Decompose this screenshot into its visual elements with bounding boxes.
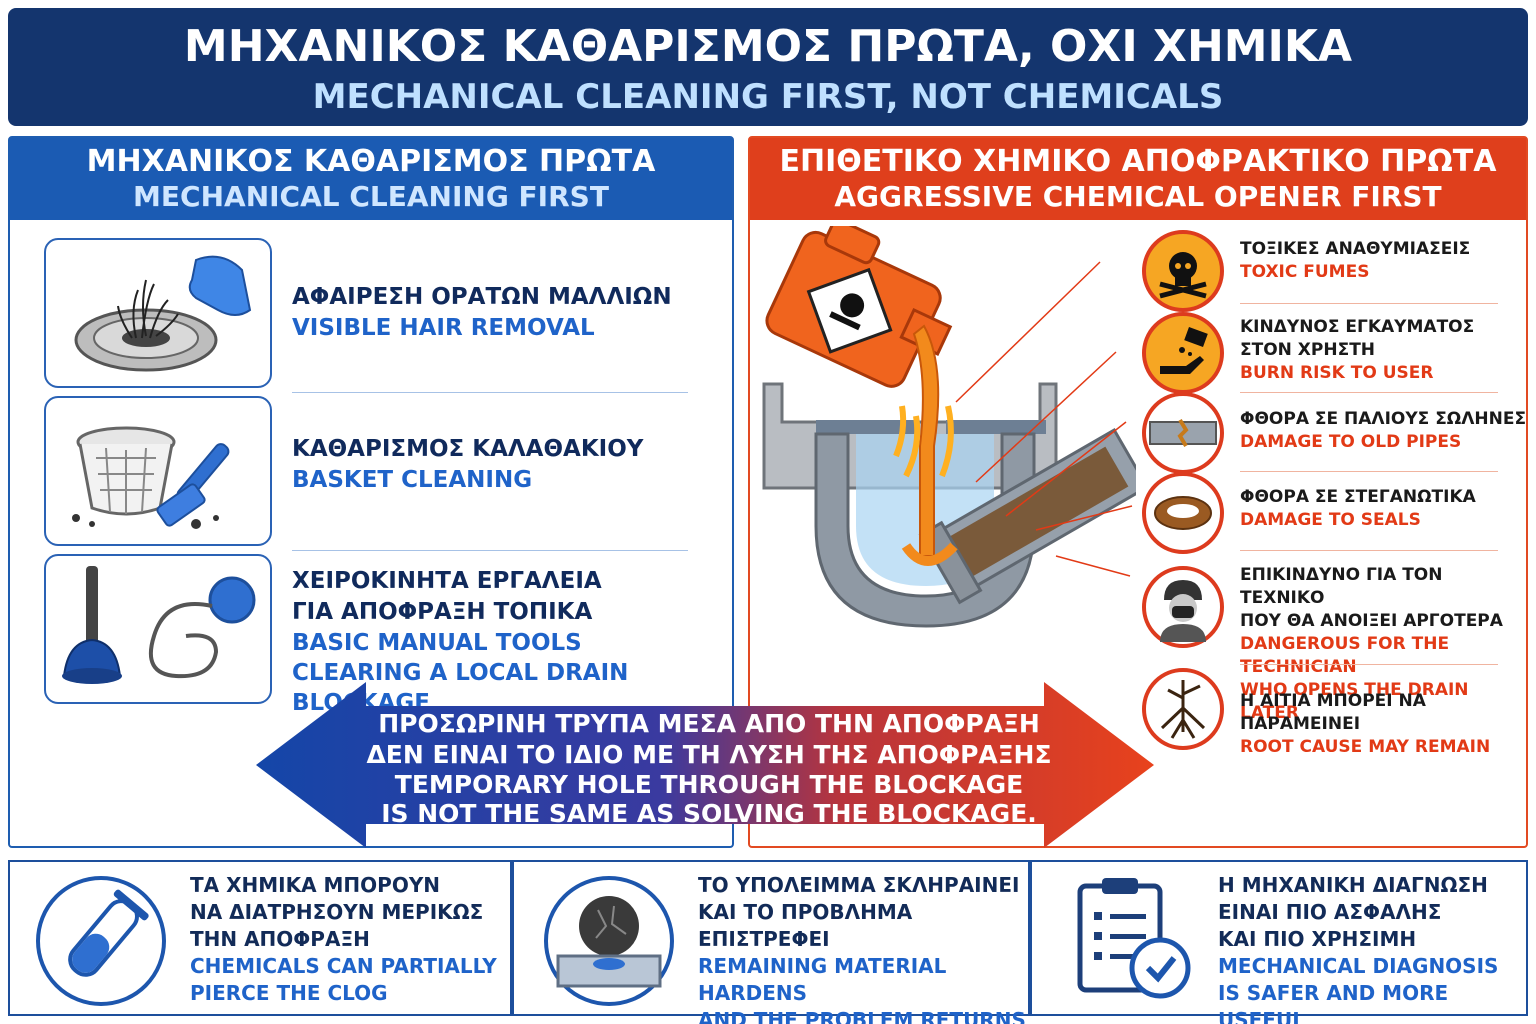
chemicals-note-greek-2: ΝΑ ΔΙΑΤΡΗΣΟΥΝ ΜΕΡΙΚΩΣ [190,900,484,924]
manual-tools-label-english-2: CLEARING A LOCAL DRAIN BLOCKAGE [292,660,629,716]
manual-tools-label-english-1: BASIC MANUAL TOOLS [292,630,582,656]
hair-drain-icon [44,238,272,388]
double-arrow-banner [256,682,1154,848]
residue-note-english-1: REMAINING MATERIAL HARDENS [698,954,947,1005]
seal-damage-label-greek: ΦΘΟΡΑ ΣΕ ΣΤΕΓΑΝΩΤΙΚΑ [1240,487,1476,507]
chemical-title-english: AGGRESSIVE CHEMICAL OPENER FIRST [834,180,1442,213]
chemicals-note-english-1: CHEMICALS CAN PARTIALLY [190,954,497,978]
page-header: ΜΗΧΑΝΙΚΟΣ ΚΑΘΑΡΙΣΜΟΣ ΠΡΩΤΑ, ΟΧΙ ΧΗΜΙΚΑ M… [8,8,1528,126]
seal-ring-icon [1142,472,1224,554]
divider [1240,664,1498,665]
arrow-text-greek-1: ΠΡΟΣΩΡΙΝΗ ΤΡΥΠΑ ΜΕΣΑ ΑΠΟ ΤΗΝ ΑΠΟΦΡΑΞΗ [378,709,1040,738]
divider [292,392,688,393]
pipe-damage-label-english: DAMAGE TO OLD PIPES [1240,432,1462,452]
root-cause-label-greek: Η ΑΙΤΙΑ ΜΠΟΡΕΙ ΝΑ ΠΑΡΑΜΕΙΝΕΙ [1240,691,1426,734]
mechanical-title-greek: ΜΗΧΑΝΙΚΟΣ ΚΑΘΑΡΙΣΜΟΣ ΠΡΩΤΑ [86,144,656,179]
toxic-fumes-label-english: TOXIC FUMES [1240,262,1370,282]
mechanical-panel-header: ΜΗΧΑΝΙΚΟΣ ΚΑΘΑΡΙΣΜΟΣ ΠΡΩΤΑ MECHANICAL CL… [10,138,732,220]
arrow-text-english-2: IS NOT THE SAME AS SOLVING THE BLOCKAGE. [381,799,1037,828]
toxic-fumes-label-greek: ΤΟΞΙΚΕΣ ΑΝΑΘΥΜΙΑΣΕΙΣ [1240,239,1471,259]
hair-removal-label-english: VISIBLE HAIR REMOVAL [292,315,595,341]
arrow-message: ΠΡΟΣΩΡΙΝΗ ΤΡΥΠΑ ΜΕΣΑ ΑΠΟ ΤΗΝ ΑΠΟΦΡΑΞΗ ΔΕ… [356,708,1062,828]
chemical-pipe-illustration [762,226,1136,628]
manual-tools-label-greek-2: ΓΙΑ ΑΠΟΦΡΑΞΗ ΤΟΠΙΚΑ [292,599,593,625]
root-icon [1142,668,1224,750]
clipboard-check-icon [1072,874,1196,1008]
mechanical-title-english: MECHANICAL CLEANING FIRST [133,180,609,213]
divider [1240,392,1498,393]
chemicals-note-english-2: PIERCE THE CLOG [190,981,388,1005]
residue-note-greek-2: ΚΑΙ ΤΟ ΠΡΟΒΛΗΜΑ [698,900,913,924]
residue-note-english-2: AND THE PROBLEM RETURNS [698,1008,1026,1024]
technician-label-english-1: DANGEROUS FOR THE TECHNICIAN [1240,634,1450,677]
bottom-note-chemicals: ΤΑ ΧΗΜΙΚΑ ΜΠΟΡΟΥΝ ΝΑ ΔΙΑΤΡΗΣΟΥΝ ΜΕΡΙΚΩΣ … [8,860,512,1016]
plunger-auger-icon [44,554,272,704]
page-title-english: MECHANICAL CLEANING FIRST, NOT CHEMICALS [312,77,1224,117]
burn-risk-label-greek-1: ΚΙΝΔΥΝΟΣ ΕΓΚΑΥΜΑΤΟΣ [1240,317,1475,337]
basket-brush-icon [44,396,272,546]
diagnosis-note-greek-1: Η ΜΗΧΑΝΙΚΗ ΔΙΑΓΝΩΣΗ [1218,873,1488,897]
hardened-clog-icon [544,876,674,1006]
residue-note-greek-1: ΤΟ ΥΠΟΛΕΙΜΜΑ ΣΚΛΗΡΑΙΝΕΙ [698,873,1020,897]
technician-label-greek-1: ΕΠΙΚΙΝΔΥΝΟ ΓΙΑ ΤΟΝ ΤΕΧΝΙΚΟ [1240,565,1443,608]
divider [1240,471,1498,472]
diagnosis-note-english-2: IS SAFER AND MORE USEFUL [1218,981,1449,1024]
technician-label-english-2: WHO OPENS THE DRAIN LATER [1240,680,1469,723]
cracked-pipe-icon [1142,392,1224,474]
basket-cleaning-label-english: BASKET CLEANING [292,467,533,493]
chemicals-note-greek-3: ΤΗΝ ΑΠΟΦΡΑΞΗ [190,927,370,951]
mechanical-item-basket: ΚΑΘΑΡΙΣΜΟΣ ΚΑΛΑΘΑΚΙΟΥ BASKET CLEANING [44,396,684,546]
burn-risk-label-greek-2: ΣΤΟΝ ΧΡΗΣΤΗ [1240,340,1376,360]
hair-removal-label-greek: ΑΦΑΙΡΕΣΗ ΟΡΑΤΩΝ ΜΑΛΛΙΩΝ [292,284,672,310]
diagnosis-note-english-1: MECHANICAL DIAGNOSIS [1218,954,1499,978]
root-cause-label-english: ROOT CAUSE MAY REMAIN [1240,737,1491,757]
divider [1240,550,1498,551]
mechanical-item-hair: ΑΦΑΙΡΕΣΗ ΟΡΑΤΩΝ ΜΑΛΛΙΩΝ VISIBLE HAIR REM… [44,238,684,388]
test-tube-icon [36,876,166,1006]
pipe-damage-label-greek: ΦΘΟΡΑ ΣΕ ΠΑΛΙΟΥΣ ΣΩΛΗΝΕΣ [1240,409,1527,429]
chemical-title-greek: ΕΠΙΘΕΤΙΚΟ ΧΗΜΙΚΟ ΑΠΟΦΡΑΚΤΙΚΟ ΠΡΩΤΑ [779,144,1497,179]
technician-label-greek-2: ΠΟΥ ΘΑ ΑΝΟΙΞΕΙ ΑΡΓΟΤΕΡΑ [1240,611,1503,631]
chemical-panel-header: ΕΠΙΘΕΤΙΚΟ ΧΗΜΙΚΟ ΑΠΟΦΡΑΚΤΙΚΟ ΠΡΩΤΑ AGGRE… [750,138,1526,220]
burn-hand-icon [1142,312,1224,394]
page-title-greek: ΜΗΧΑΝΙΚΟΣ ΚΑΘΑΡΙΣΜΟΣ ΠΡΩΤΑ, ΟΧΙ ΧΗΜΙΚΑ [183,21,1353,72]
diagnosis-note-greek-2: ΕΙΝΑΙ ΠΙΟ ΑΣΦΑΛΗΣ [1218,900,1442,924]
arrow-text-greek-2: ΔΕΝ ΕΙΝΑΙ ΤΟ ΙΔΙΟ ΜΕ ΤΗ ΛΥΣΗ ΤΗΣ ΑΠΟΦΡΑΞ… [366,740,1052,769]
divider [1240,303,1498,304]
burn-risk-label-english: BURN RISK TO USER [1240,363,1434,383]
technician-mask-icon [1142,566,1224,648]
bottom-note-residue: ΤΟ ΥΠΟΛΕΙΜΜΑ ΣΚΛΗΡΑΙΝΕΙ ΚΑΙ ΤΟ ΠΡΟΒΛΗΜΑ … [512,860,1030,1024]
manual-tools-label-greek-1: ΧΕΙΡΟΚΙΝΗΤΑ ΕΡΓΑΛΕΙΑ [292,568,602,594]
bottom-note-diagnosis: Η ΜΗΧΑΝΙΚΗ ΔΙΑΓΝΩΣΗ ΕΙΝΑΙ ΠΙΟ ΑΣΦΑΛΗΣ ΚΑ… [1030,860,1528,1024]
chemicals-note-greek-1: ΤΑ ΧΗΜΙΚΑ ΜΠΟΡΟΥΝ [190,873,441,897]
seal-damage-label-english: DAMAGE TO SEALS [1240,510,1421,530]
mechanical-item-tools: ΧΕΙΡΟΚΙΝΗΤΑ ΕΡΓΑΛΕΙΑ ΓΙΑ ΑΠΟΦΡΑΞΗ ΤΟΠΙΚΑ… [44,554,684,716]
divider [292,550,688,551]
residue-note-greek-3: ΕΠΙΣΤΡΕΦΕΙ [698,927,830,951]
skull-icon [1142,230,1224,312]
arrow-text-english-1: TEMPORARY HOLE THROUGH THE BLOCKAGE [394,770,1024,799]
basket-cleaning-label-greek: ΚΑΘΑΡΙΣΜΟΣ ΚΑΛΑΘΑΚΙΟΥ [292,436,644,462]
diagnosis-note-greek-3: ΚΑΙ ΠΙΟ ΧΡΗΣΙΜΗ [1218,927,1417,951]
